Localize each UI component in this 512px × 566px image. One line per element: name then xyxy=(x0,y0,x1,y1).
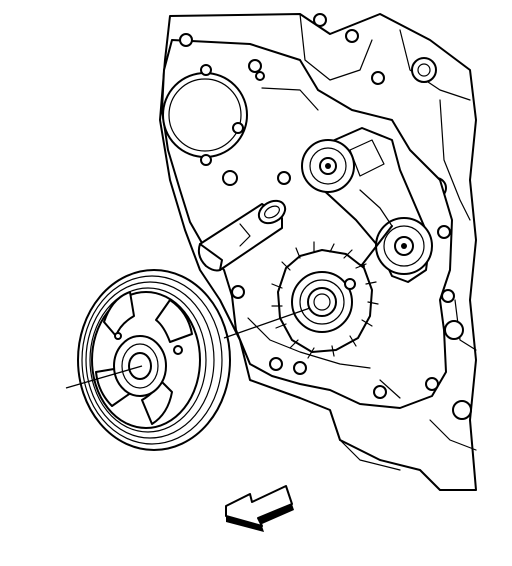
balancer-leader-line xyxy=(65,365,143,389)
crankshaft-nose-icon xyxy=(197,199,287,272)
seal-leader-line xyxy=(223,307,311,339)
direction-arrow-icon xyxy=(225,485,294,532)
front-cover-icon xyxy=(161,33,455,409)
crankshaft-balancer-icon xyxy=(77,269,231,451)
crankshaft-seal-icon xyxy=(271,241,379,359)
belt-tensioner-icon xyxy=(301,127,433,283)
